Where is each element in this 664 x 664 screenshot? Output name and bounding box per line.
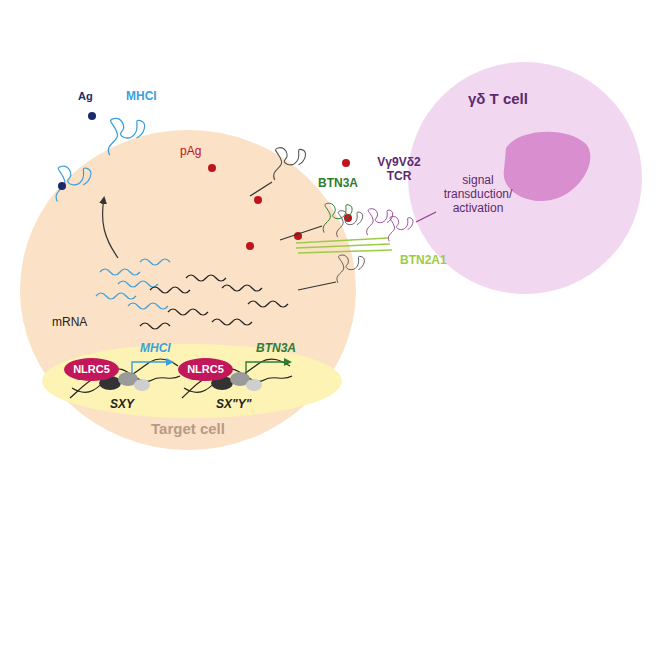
node-title: NLRC5 bbox=[187, 363, 224, 376]
label: Vγ9Vδ2 TCR bbox=[368, 156, 430, 184]
translation-arrow bbox=[103, 198, 118, 258]
nucleus bbox=[42, 344, 342, 418]
label: BTN3A bbox=[318, 177, 358, 191]
antigen-dot bbox=[58, 182, 66, 190]
label: SXY bbox=[110, 398, 134, 412]
label: pAg bbox=[180, 145, 201, 159]
tcr-protein bbox=[367, 209, 436, 242]
pag-dots bbox=[208, 159, 352, 250]
label: MHCI bbox=[140, 342, 171, 356]
label: Ag bbox=[78, 90, 93, 103]
label: mRNA bbox=[52, 316, 87, 330]
antigen-dot bbox=[88, 112, 96, 120]
transcription-factors bbox=[99, 372, 262, 391]
node-title: Target cell bbox=[20, 420, 356, 437]
btn2a1-protein bbox=[296, 238, 392, 253]
transcription-arrow bbox=[132, 362, 172, 374]
t-cell-nucleus bbox=[504, 132, 591, 201]
label: BTN3A bbox=[256, 342, 296, 356]
btn3a-proteins bbox=[250, 148, 364, 290]
dna-strands bbox=[70, 359, 292, 398]
node-title: γδ T cell bbox=[468, 90, 528, 107]
nlrc5-factor: NLRC5 bbox=[178, 358, 233, 381]
label: MHCI bbox=[126, 90, 157, 104]
transcription-arrow bbox=[246, 362, 290, 374]
label: BTN2A1 bbox=[400, 254, 447, 268]
label: SX"Y" bbox=[216, 398, 251, 412]
nlrc5-factor: NLRC5 bbox=[64, 358, 119, 381]
mhci-protein bbox=[56, 166, 91, 201]
node-title: NLRC5 bbox=[73, 363, 110, 376]
mhci-protein bbox=[108, 118, 144, 155]
node-text: signal transduction/ activation bbox=[436, 174, 520, 215]
mrna bbox=[96, 259, 288, 329]
